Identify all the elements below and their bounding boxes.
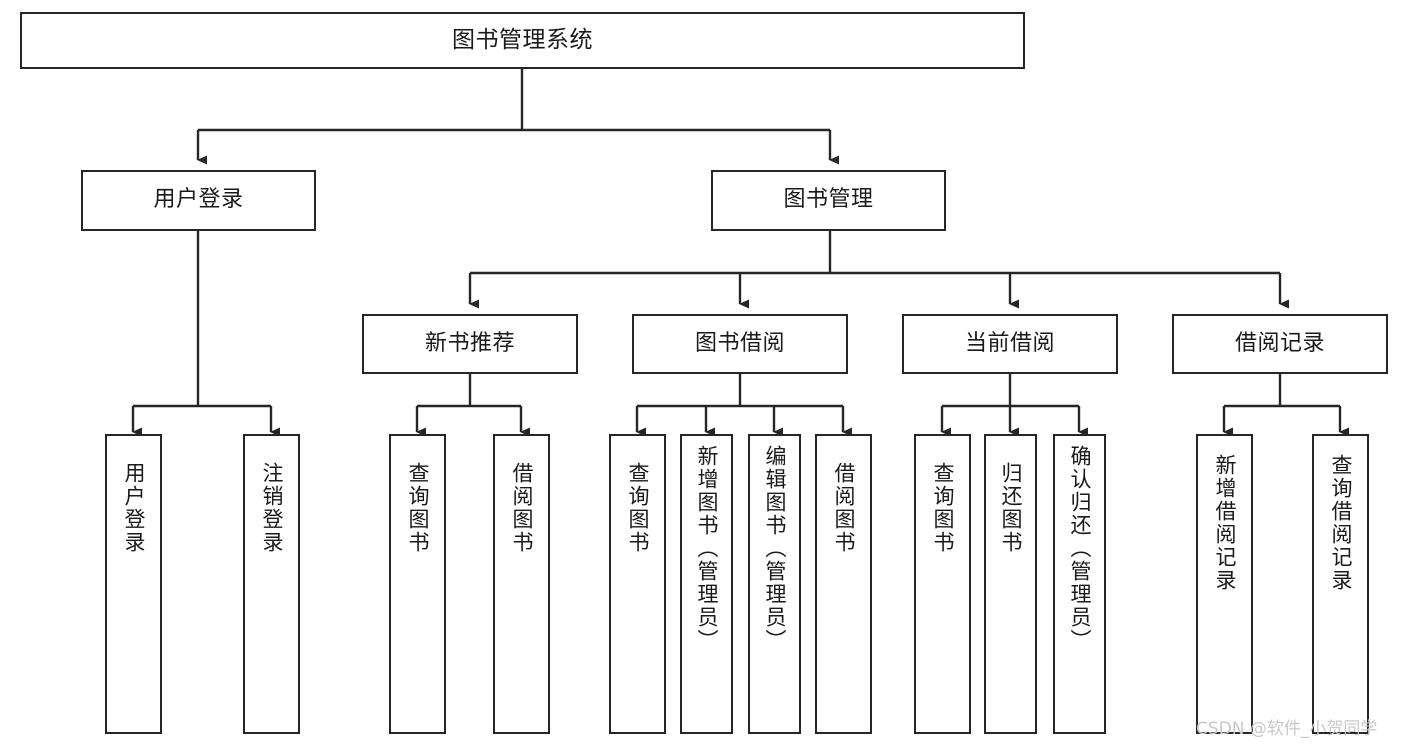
node-leaf-query-book-1[interactable]: 查询图书 <box>389 434 446 734</box>
node-new-book-recommend[interactable]: 新书推荐 <box>362 314 578 374</box>
node-root-book-management-system[interactable]: 图书管理系统 <box>20 12 1025 69</box>
node-leaf-add-book[interactable]: 新增图书（管理员） <box>680 434 733 734</box>
node-leaf-add-record[interactable]: 新增借阅记录 <box>1196 434 1253 734</box>
node-user-login[interactable]: 用户登录 <box>81 170 316 231</box>
node-leaf-query-book-2-label: 查询图书 <box>625 462 650 554</box>
csdn-watermark: CSDN @软件_小贺同学 <box>1196 719 1378 739</box>
node-leaf-return-book-label: 归还图书 <box>998 462 1023 554</box>
node-borrow-record[interactable]: 借阅记录 <box>1172 314 1388 374</box>
node-current-borrow-label: 当前借阅 <box>964 330 1055 356</box>
node-leaf-query-record[interactable]: 查询借阅记录 <box>1312 434 1369 734</box>
node-root-label: 图书管理系统 <box>452 26 593 53</box>
node-leaf-add-record-label: 新增借阅记录 <box>1212 454 1237 592</box>
node-book-manage-label: 图书管理 <box>783 187 874 213</box>
node-leaf-query-book-3[interactable]: 查询图书 <box>914 434 971 734</box>
node-leaf-edit-book-label: 编辑图书（管理员） <box>762 445 787 652</box>
node-current-borrow[interactable]: 当前借阅 <box>902 314 1118 374</box>
node-leaf-borrow-book-2-label: 借阅图书 <box>831 462 856 554</box>
node-book-borrow-label: 图书借阅 <box>694 330 785 356</box>
node-leaf-user-login-label: 用户登录 <box>121 462 146 554</box>
node-user-login-label: 用户登录 <box>153 187 244 213</box>
node-leaf-query-book-1-label: 查询图书 <box>405 462 430 554</box>
node-leaf-user-login[interactable]: 用户登录 <box>105 434 162 734</box>
node-leaf-borrow-book-2[interactable]: 借阅图书 <box>815 434 872 734</box>
node-borrow-record-label: 借阅记录 <box>1234 330 1325 356</box>
node-leaf-borrow-book-1[interactable]: 借阅图书 <box>493 434 550 734</box>
node-leaf-add-book-label: 新增图书（管理员） <box>694 445 719 652</box>
node-leaf-query-book-2[interactable]: 查询图书 <box>609 434 666 734</box>
node-new-book-recommend-label: 新书推荐 <box>424 330 515 356</box>
node-leaf-return-book[interactable]: 归还图书 <box>984 434 1037 734</box>
node-leaf-edit-book[interactable]: 编辑图书（管理员） <box>748 434 801 734</box>
node-leaf-query-book-3-label: 查询图书 <box>930 462 955 554</box>
node-leaf-user-logout-label: 注销登录 <box>259 462 284 554</box>
node-leaf-confirm-return-label: 确认归还（管理员） <box>1067 445 1092 652</box>
node-book-manage[interactable]: 图书管理 <box>711 170 946 231</box>
node-leaf-confirm-return[interactable]: 确认归还（管理员） <box>1053 434 1106 734</box>
node-book-borrow[interactable]: 图书借阅 <box>632 314 848 374</box>
node-leaf-user-logout[interactable]: 注销登录 <box>243 434 300 734</box>
node-leaf-borrow-book-1-label: 借阅图书 <box>509 462 534 554</box>
node-leaf-query-record-label: 查询借阅记录 <box>1328 454 1353 592</box>
